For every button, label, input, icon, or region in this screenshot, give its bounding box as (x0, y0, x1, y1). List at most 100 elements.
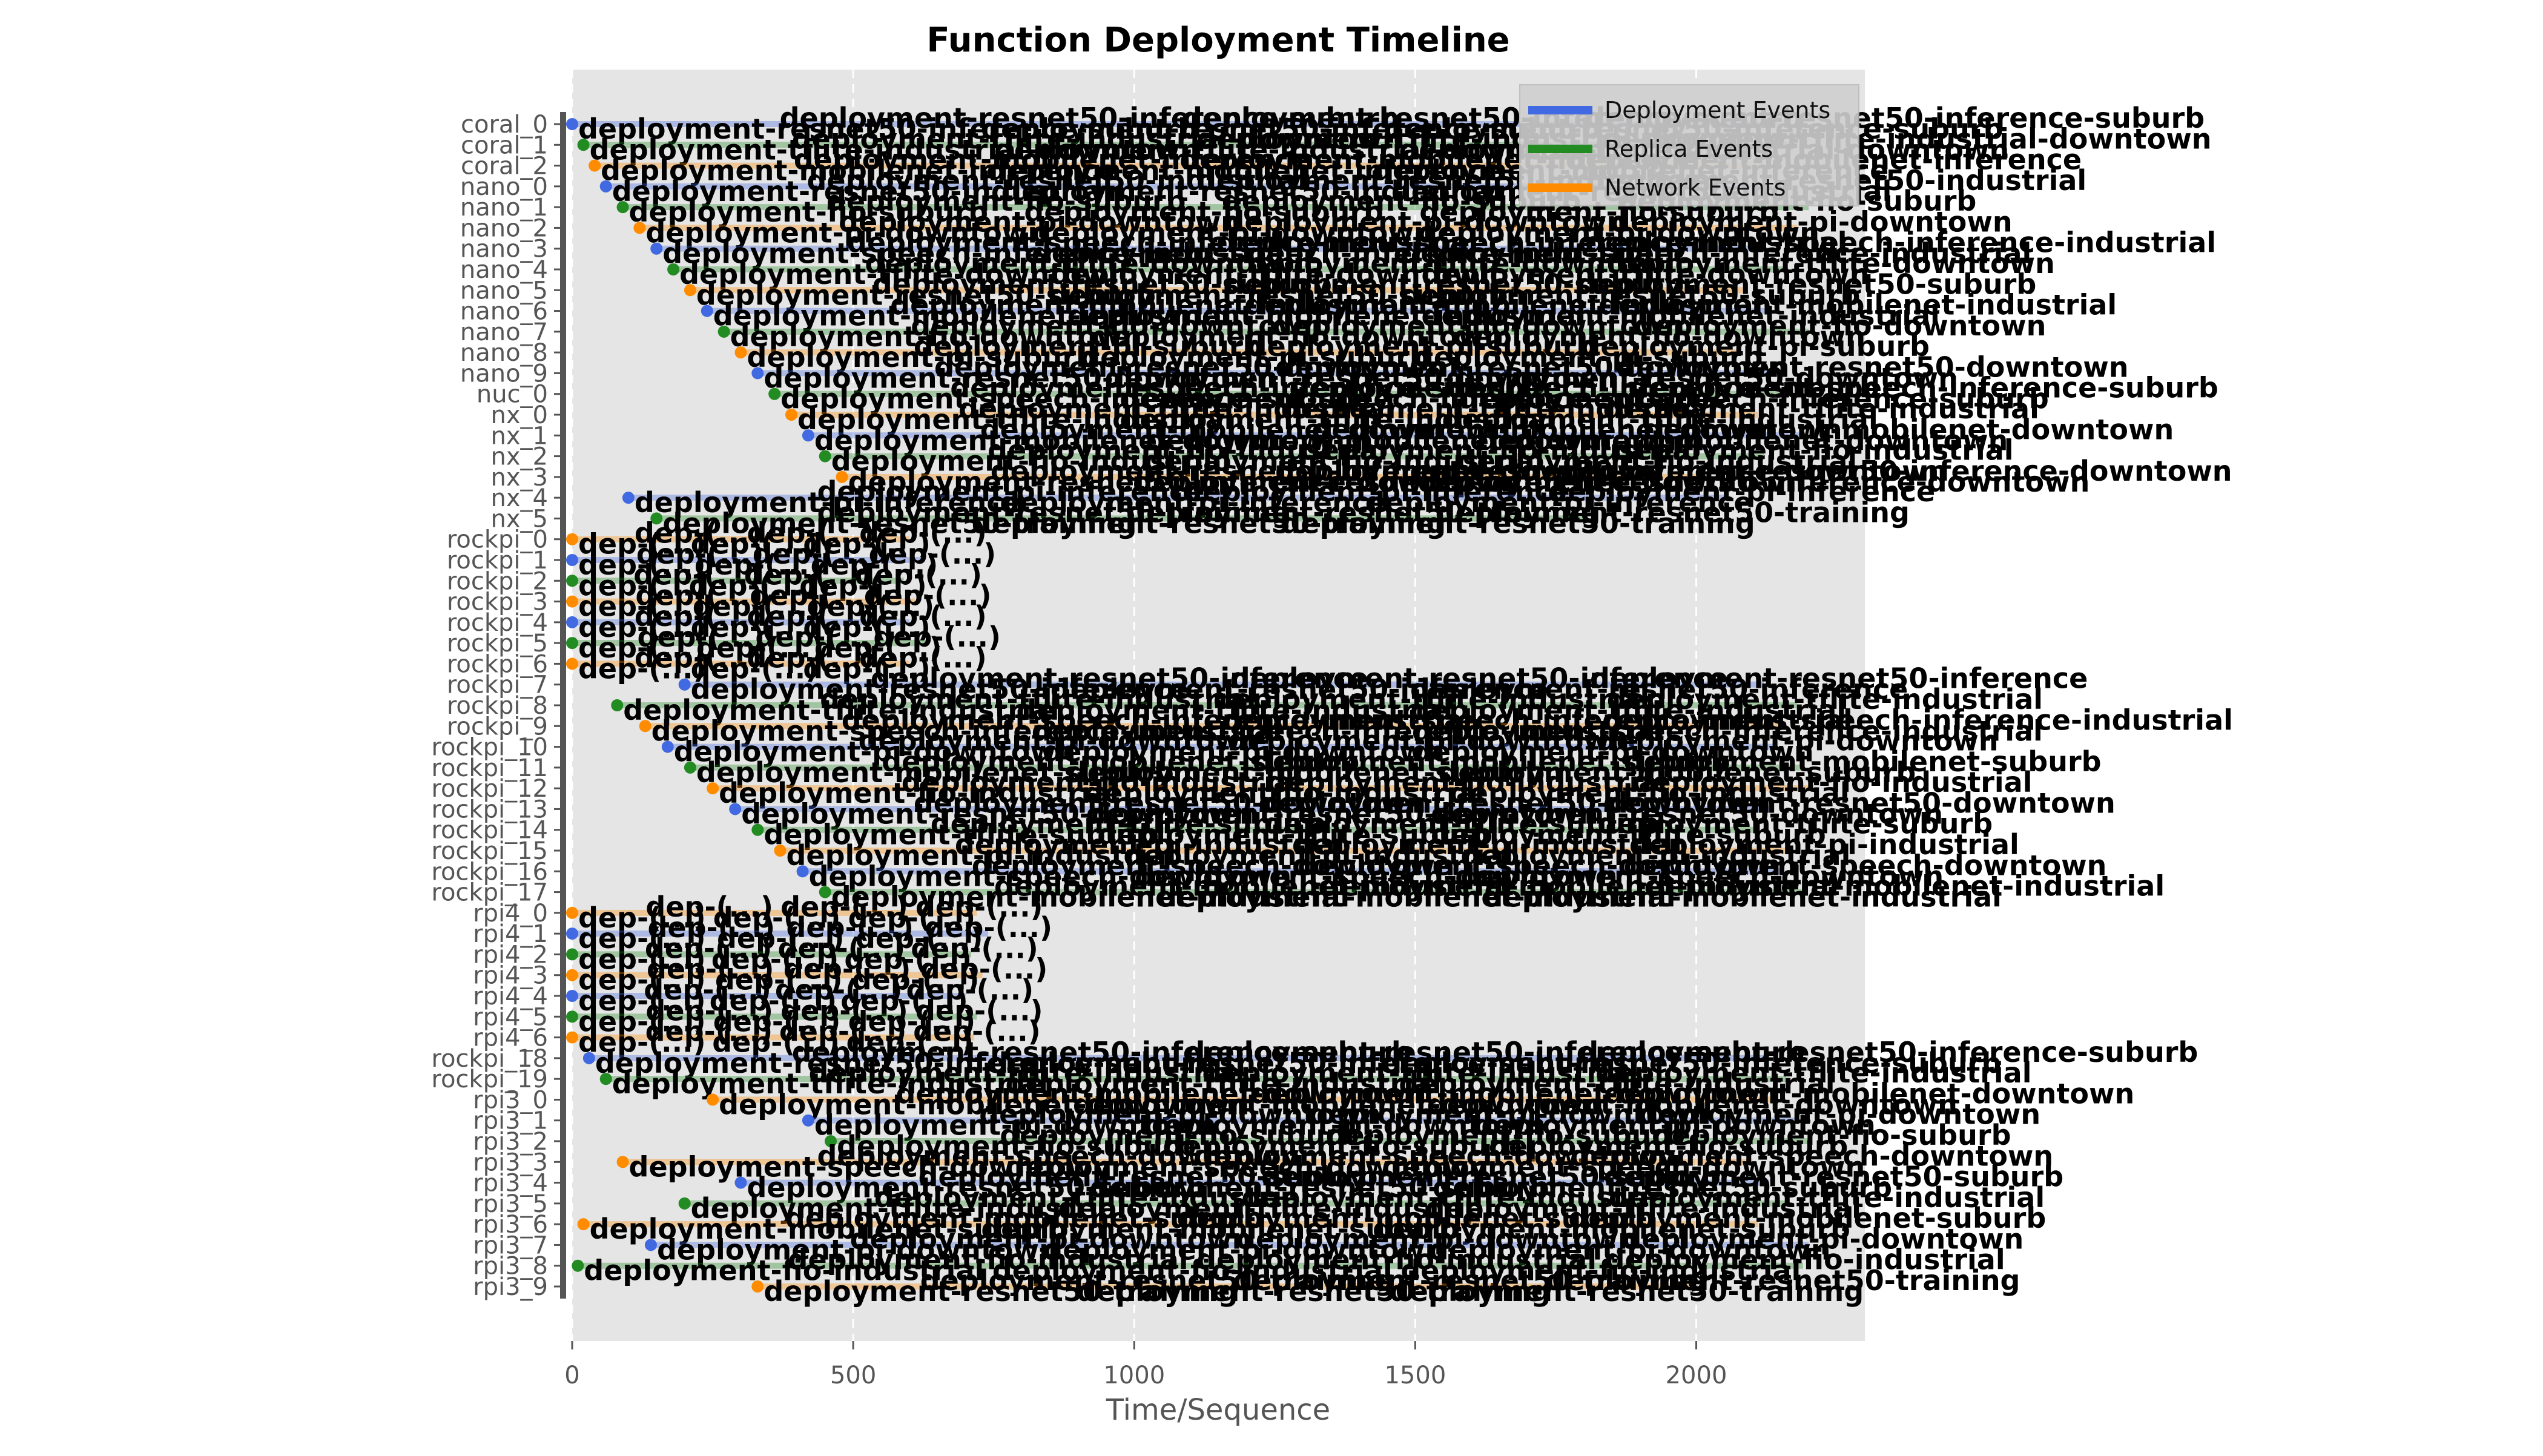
y-tick-label: nano_3 (460, 236, 548, 263)
event-label: deployment-fio-industrial (584, 1254, 984, 1287)
event-label: deployment-speech-inference-suburb (1459, 383, 2049, 415)
event-label: deployment-resnet50-suburb (747, 1171, 1206, 1204)
event-label: deployment-tflite-industrial-downtown (792, 122, 1402, 155)
event-label: deployment-fio-downtown (1092, 320, 1504, 353)
event-label: deployment-fio-industrial (1632, 766, 2032, 799)
event-label: dep-(...) (814, 631, 942, 664)
event-label: dep-(...) (859, 600, 987, 633)
event-label: deployment-mobilenet-downtown (1604, 1077, 2134, 1110)
y-tick-label: nano_4 (460, 256, 548, 284)
event-label: deployment-tflite-suburb (1097, 819, 1492, 851)
event-label: dep-(...) (806, 590, 934, 623)
event-label: deployment-resnet50-inference-suburb (1382, 1047, 2001, 1079)
event-label: deployment-fio-industrial (902, 766, 1302, 799)
event-label: dep-(...) (859, 641, 987, 674)
event-label: deployment-pi-downtown (1638, 1098, 2040, 1131)
event-label: deployment-resnet50-inference (1230, 662, 1729, 695)
y-tick-label: rpi3_9 (473, 1273, 548, 1301)
y-tick-label: rpi3_4 (473, 1170, 548, 1197)
event-label: deployment-resnet50-industrial (1001, 175, 1502, 208)
y-tick-label: rockpi_7 (447, 671, 548, 699)
event-point (566, 906, 578, 919)
event-label: deployment-tflite-industrial (1603, 392, 2039, 425)
event-label: deployment-resnet50-downtown (1086, 797, 1598, 830)
event-label: deployment-pi-downtown (859, 725, 1261, 757)
event-label: dep-(...) (578, 569, 706, 602)
event-point (678, 678, 691, 691)
event-label: deployment-fio-industrial (788, 1244, 1189, 1276)
event-label: deployment-speech-inference-industrial (1032, 237, 1663, 270)
event-point (572, 1259, 584, 1272)
event-label: dep-(...) (578, 528, 706, 561)
event-label: deployment-resnet50-downtown (1275, 351, 1787, 383)
event-label: dep-(...) (913, 1015, 1041, 1048)
event-label: deployment-pi-industrial (1123, 839, 1513, 872)
x-tick-label: 0 (564, 1362, 579, 1389)
event-label: deployment-pi-downtown (1621, 1222, 2024, 1255)
event-label: deployment-pi-industrial (1629, 828, 2019, 861)
y-tick-label: rockpi_3 (447, 588, 548, 616)
event-label: deployment-resnet50-suburb (696, 278, 1156, 311)
event-point (650, 242, 663, 255)
event-label: deployment-tflite-industrial (1202, 1056, 1638, 1089)
grid-lines (571, 70, 1698, 1341)
event-label: deployment-pi-inference (1182, 475, 1570, 508)
event-label: deployment-tflite-industrial (1281, 392, 1717, 425)
event-label: deployment-mobilenet-suburb (1067, 756, 1545, 789)
event-label: dep-(...) (775, 973, 903, 1006)
event-label: dep-(...) (578, 943, 706, 975)
event-label: dep-(...) (856, 922, 983, 955)
event-label: deployment-tflite-suburb (1264, 808, 1659, 840)
event-label: dep-(...) (803, 611, 931, 644)
event-label: deployment-pi-inference (635, 486, 1022, 519)
event-label: deployment-speech-inference-industrial (842, 703, 1473, 736)
event-label: deployment-speech-downtown (1570, 1139, 2053, 1172)
event-label: deployment-pi-downtown (1597, 725, 1999, 757)
event-point (667, 263, 680, 275)
event-label: deployment-resnet50-downtown (1616, 351, 2128, 383)
event-label: deployment-pi-downtown (1412, 736, 1814, 768)
event-label: deployment-tflite-industrial (1410, 694, 1846, 726)
event-label: dep-(...) (920, 953, 1048, 986)
event-label: deployment-resnet50-downtown (1431, 797, 1943, 830)
event-label: deployment-mobilenet-downtown (980, 413, 1511, 446)
event-label: deployment-resnet50-training (1233, 1264, 1707, 1297)
event-label: deployment-resnet50-inference-downtown (1275, 455, 1947, 487)
event-label: deployment-pi-downtown (1611, 205, 2013, 238)
event-point (661, 740, 674, 753)
event-point (751, 367, 764, 380)
event-label: deployment-fio-industrial (1400, 1254, 1801, 1287)
event-label: dep-(...) (645, 891, 773, 923)
event-label: deployment-tflite-downtown (1051, 258, 1499, 291)
event-label: deployment-resnet50-inference-downtown (991, 455, 1663, 487)
y-tick-label: rockpi_11 (431, 754, 548, 782)
event-point (819, 886, 831, 898)
event-label: deployment-fio-suburb (837, 1130, 1196, 1162)
event-label: dep-(...) (783, 953, 911, 986)
y-tick-label: rockpi_18 (431, 1045, 548, 1073)
event-label: deployment-mobilenet-industrial (713, 300, 1232, 332)
event-label: deployment-pi-downtown (1429, 1233, 1831, 1266)
event-label: deployment-resnet50-downtown (1446, 361, 1958, 394)
event-point (678, 1197, 691, 1210)
event-label: deployment-pi-industrial (786, 839, 1176, 872)
event-label: deployment-speech-inference-industrial (1222, 703, 1853, 736)
event-label: dep-(...) (750, 579, 877, 612)
event-label: deployment-speech-inference-industrial (1032, 714, 1663, 747)
event-point (611, 699, 624, 711)
event-label: deployment-mobilenet-inference (987, 154, 1503, 187)
event-label: deployment-fio-suburb (1024, 196, 1384, 228)
event-label: dep-(...) (578, 922, 706, 955)
y-tick-label: nx_1 (491, 422, 548, 450)
event-label: dep-(...) (915, 994, 1043, 1027)
event-label: deployment-pi-suburb (1580, 330, 1930, 363)
event-label: deployment-tflite-industrial (1425, 1192, 1861, 1225)
